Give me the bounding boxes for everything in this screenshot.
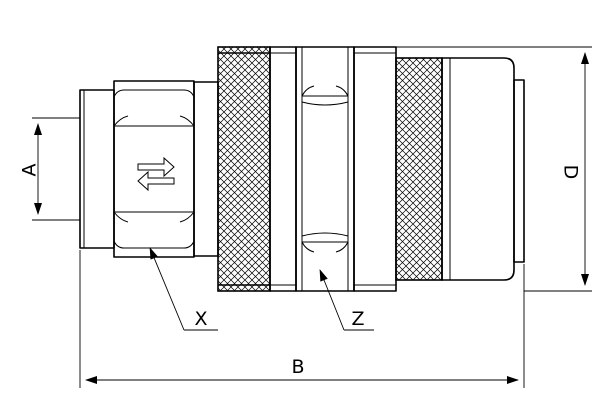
dimension-b: B — [79, 250, 525, 388]
leader-z-label: Z — [351, 308, 364, 330]
dimension-b-label: B — [291, 356, 304, 378]
coupling-body — [79, 46, 525, 292]
neck — [193, 81, 219, 257]
knurled-sleeve — [217, 46, 271, 292]
hex-nut-x — [113, 80, 195, 258]
dimension-d: D — [272, 46, 592, 292]
leader-x-label: X — [194, 308, 207, 330]
hex-body-z — [295, 46, 355, 292]
front-sleeve — [441, 57, 515, 281]
dimension-a-label: A — [19, 164, 41, 177]
dimension-a: A — [19, 117, 80, 221]
ring-right — [353, 46, 397, 292]
flow-direction-arrows-icon — [137, 156, 175, 192]
dimension-d-label: D — [560, 165, 582, 180]
nose — [513, 79, 525, 263]
leader-z: Z — [319, 269, 374, 331]
left-spigot — [79, 89, 115, 249]
leader-x: X — [149, 247, 218, 331]
knurled-collar — [395, 57, 443, 281]
ring-left — [269, 46, 297, 292]
